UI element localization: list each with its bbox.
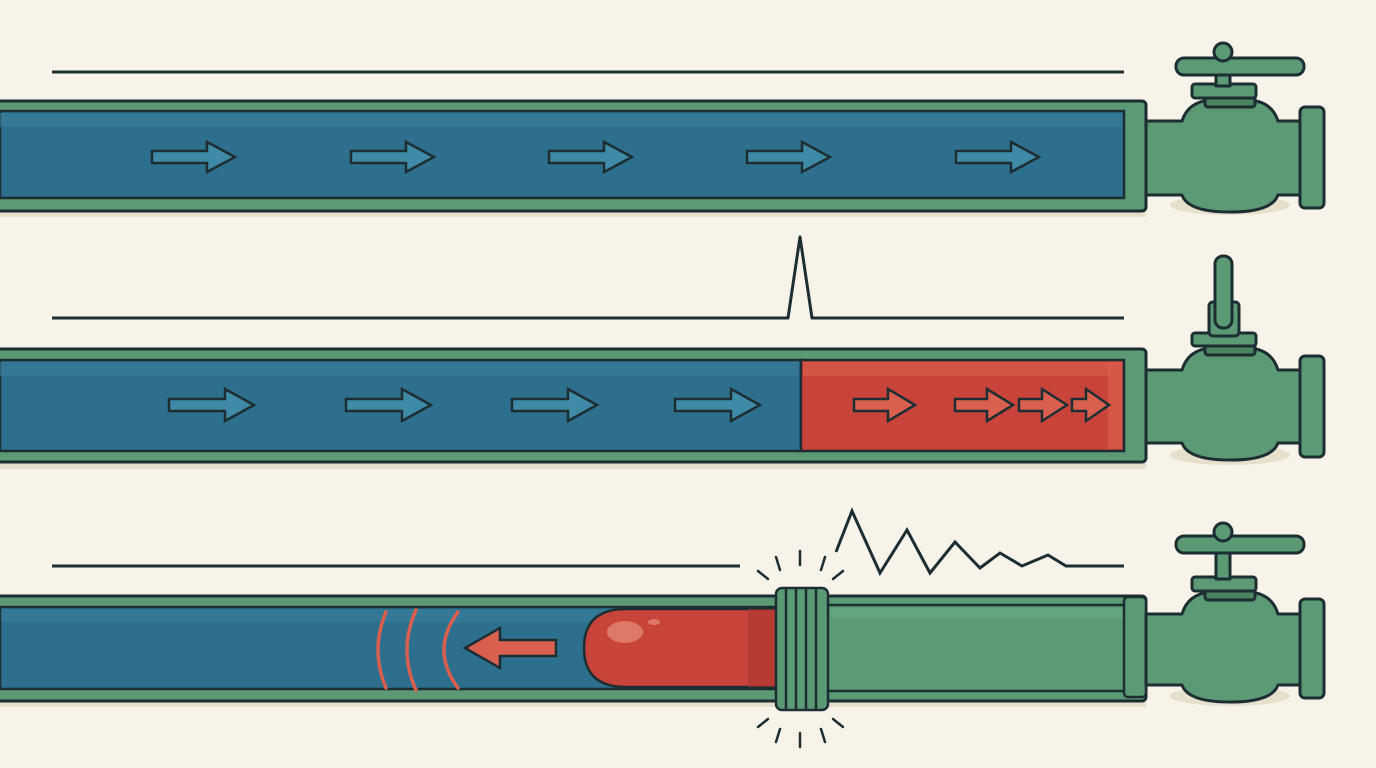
pipe-shadow <box>0 459 1146 469</box>
water-highlight <box>0 362 799 376</box>
valve-closed-icon <box>1144 521 1326 706</box>
flow-arrow <box>150 139 238 175</box>
high-pressure-edge <box>1108 362 1122 449</box>
burst-clamp <box>774 586 830 712</box>
panel-reflected-wave <box>0 507 1326 749</box>
flow-arrow <box>167 386 257 424</box>
flow-arrow <box>349 139 437 175</box>
valve-closing-icon <box>1144 254 1326 465</box>
flow-arrow <box>954 139 1042 175</box>
compressed-arrows <box>852 386 1112 424</box>
flow-arrow <box>547 139 635 175</box>
burst-crack-lines <box>756 549 845 749</box>
water-highlight <box>0 113 1122 127</box>
high-pressure-highlight <box>803 362 1111 376</box>
reverse-wave-arrow <box>462 625 558 671</box>
water-highlight <box>0 609 788 622</box>
compressed-arrow <box>852 386 918 424</box>
empty-pipe-highlight <box>830 608 1125 618</box>
flow-arrow <box>510 386 600 424</box>
pipe-flange <box>1122 595 1148 699</box>
wave-rings <box>376 608 460 692</box>
flow-arrows <box>150 139 1042 175</box>
compressed-arrow <box>953 386 1016 424</box>
compressed-arrow <box>1070 386 1112 424</box>
pressure-trace-spike <box>52 235 1124 320</box>
pressure-trace-oscillation <box>834 507 1124 577</box>
panel-pressure-surge <box>0 235 1326 469</box>
flow-arrow <box>673 386 763 424</box>
flow-arrow <box>344 386 434 424</box>
panel-steady-flow <box>0 41 1326 217</box>
flow-arrows <box>167 386 763 424</box>
slug-highlight <box>607 621 643 643</box>
compressed-arrow <box>1017 386 1070 424</box>
flow-arrow <box>745 139 833 175</box>
valve-open-icon <box>1144 41 1326 215</box>
slug-highlight-small <box>648 619 660 625</box>
